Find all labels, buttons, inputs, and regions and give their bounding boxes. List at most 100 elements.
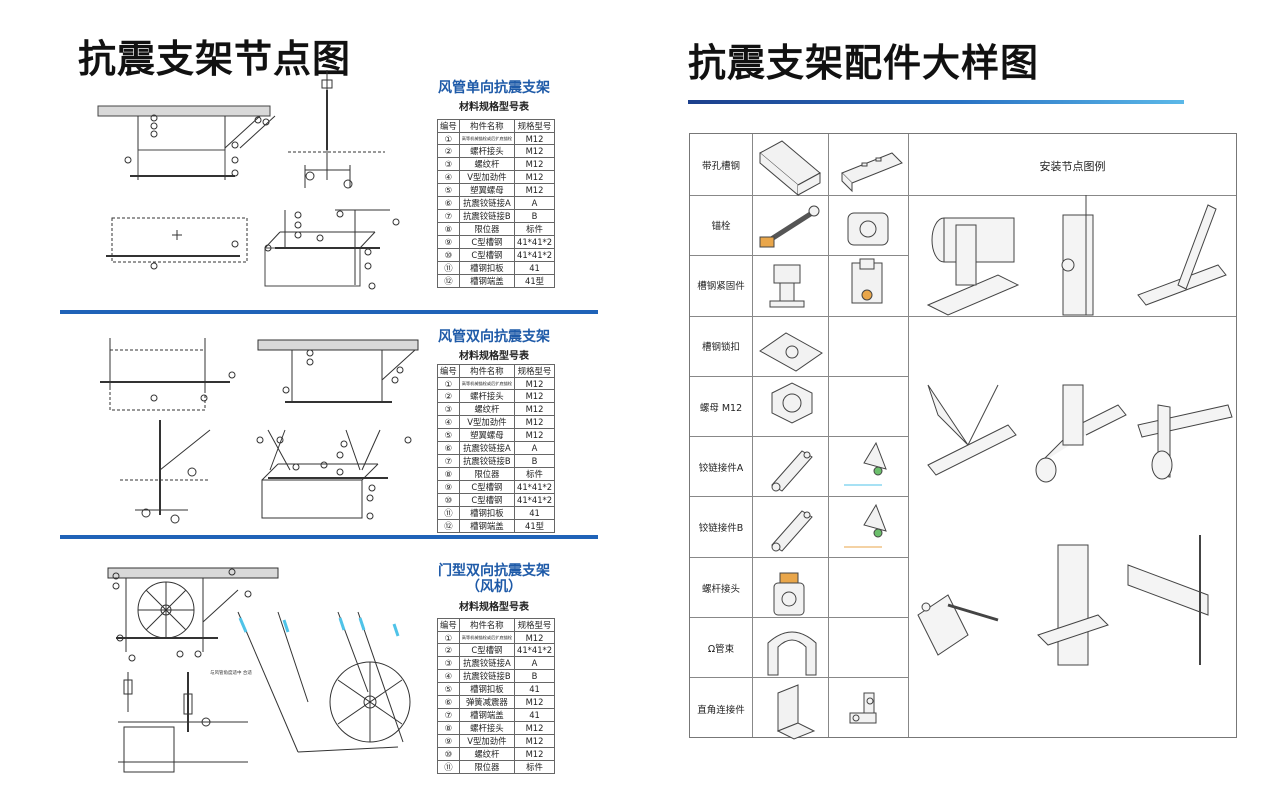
cell: M12: [514, 428, 556, 443]
cell: 抗震铰链接B: [458, 454, 516, 469]
cell: ⑦: [437, 708, 460, 723]
rod-coupler-icon: [774, 573, 804, 615]
col-header: 构件名称: [458, 618, 516, 632]
row-label: 带孔槽钢: [701, 161, 740, 172]
cell: B: [514, 209, 556, 224]
table-header-row: 编号 构件名称 规格型号: [437, 618, 556, 632]
cell: ⑧: [437, 467, 460, 482]
row-label: 螺母 M12: [699, 403, 743, 414]
cell: 41*41*2: [514, 235, 556, 250]
cell: M12: [514, 170, 556, 185]
anchor-clamp-icon: [848, 213, 888, 245]
col-header: 编号: [437, 364, 460, 378]
cell: ⑧: [437, 721, 460, 736]
cell: 弹簧减震器: [458, 695, 516, 710]
rod-channel-install-icon: [1062, 195, 1093, 315]
cell: 螺杆接头: [458, 144, 516, 159]
section1-title: 风管单向抗震支架: [438, 80, 550, 96]
cell: ②: [437, 389, 460, 404]
row-label: Ω管束: [707, 644, 735, 655]
cell: M12: [514, 402, 556, 417]
cell: ⑩: [437, 493, 460, 508]
section-divider-2: [60, 535, 598, 539]
cell: ⑤: [437, 183, 460, 198]
cell: M12: [514, 695, 556, 710]
grid-line: [752, 134, 753, 737]
cell: 螺杆接头: [458, 721, 516, 736]
cell: ①: [437, 131, 460, 146]
accessory-illustrations: [752, 133, 908, 738]
table-header-row: 编号 构件名称 规格型号: [437, 119, 556, 133]
right-title: 抗震支架配件大样图: [688, 41, 1040, 85]
angle-bracket-dim-icon: [850, 693, 876, 723]
table-header-row: 编号 构件名称 规格型号: [437, 364, 556, 378]
grid-line: [690, 436, 908, 437]
section2-subtitle: 材料规格型号表: [459, 351, 529, 362]
cell: ⑨: [437, 480, 460, 495]
slotted-channel-end-icon: [842, 153, 902, 191]
cell: ⑥: [437, 441, 460, 456]
hinge-pipe-install-icon: [1036, 385, 1126, 482]
cell: ⑥: [437, 695, 460, 710]
grid-line: [908, 134, 909, 737]
pipe-clamp-install-icon: [928, 218, 1018, 315]
row-label: 槽钢锁扣: [701, 342, 740, 353]
cell: M12: [514, 131, 556, 146]
cell: 标件: [514, 760, 556, 775]
cell: M12: [514, 144, 556, 159]
cell: 高等机械锚栓或后扩底锚栓: [458, 131, 516, 146]
right-title-underline: [688, 100, 1184, 104]
cell: 螺纹杆: [458, 402, 516, 417]
section3-title-sub: （风机）: [466, 579, 522, 595]
grid-line: [690, 557, 908, 558]
angle-plate-install-icon: [918, 595, 998, 655]
cell: 抗震铰链接A: [458, 656, 516, 671]
double-hinge-install-icon: [928, 385, 1016, 475]
cell: 螺纹杆: [458, 157, 516, 172]
cell: M12: [514, 389, 556, 404]
cell: 抗震铰链接A: [458, 441, 516, 456]
cell: 槽钢端盖: [458, 274, 516, 289]
tee-hinge-install-icon: [1138, 405, 1232, 479]
cell: B: [514, 454, 556, 469]
cell: M12: [514, 183, 556, 198]
col-header: 编号: [437, 119, 460, 133]
cell: B: [514, 669, 556, 684]
slotted-channel-icon: [760, 141, 820, 195]
cell: 槽钢扣板: [458, 506, 516, 521]
col-header: 编号: [437, 618, 460, 632]
cell: 槽钢扣板: [458, 261, 516, 276]
section2-title: 风管双向抗震支架: [438, 329, 550, 345]
cell: 高等机械锚栓或后扩底锚栓: [458, 376, 516, 391]
channel-fastener-icon: [770, 265, 804, 307]
cell: M12: [514, 721, 556, 736]
single-direction-brace-drawings: [90, 70, 430, 300]
cell: C型槽钢: [458, 248, 516, 263]
cell: 抗震铰链接B: [458, 209, 516, 224]
cell: ⑩: [437, 747, 460, 762]
hex-nut-icon: [772, 383, 812, 423]
cell: ⑪: [437, 261, 460, 276]
section-divider-1: [60, 310, 598, 314]
col-header: 规格型号: [514, 364, 556, 378]
portal-brace-fan-drawings: 与风管角度适中 合适: [98, 562, 423, 780]
grid-line: [690, 376, 908, 377]
